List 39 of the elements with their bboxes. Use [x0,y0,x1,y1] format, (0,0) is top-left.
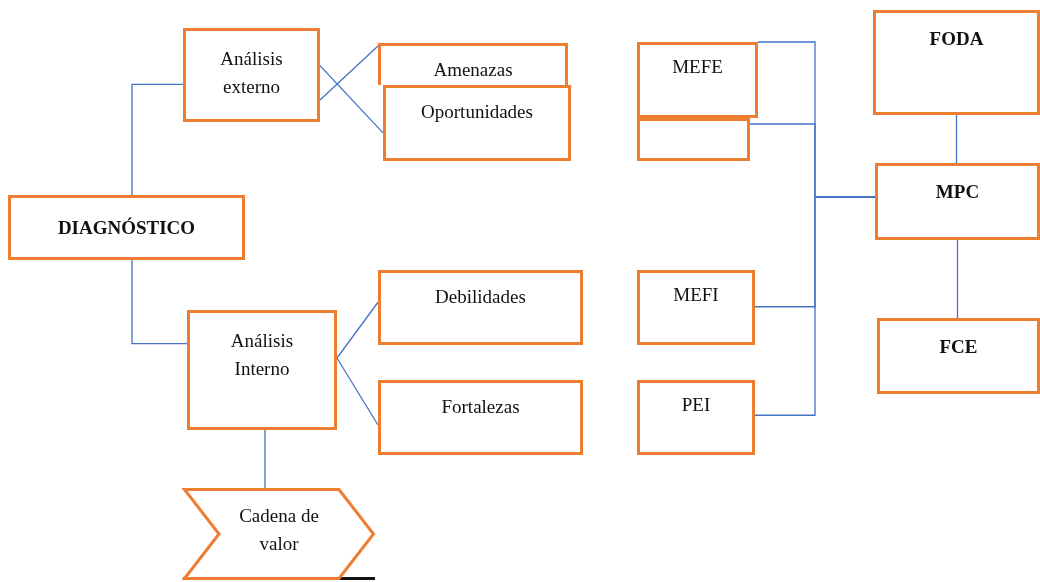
process-box [8,195,245,260]
connector-line [319,64,384,134]
node-label: FCE [939,335,978,359]
process-box [873,10,1040,115]
connector-line [955,114,958,164]
node-label: FODA [929,27,984,51]
chevron-shape [183,488,375,580]
connector-line [131,83,184,196]
connector-line [131,259,188,345]
process-box [877,318,1040,394]
node-label: MPC [935,180,980,204]
process-box [637,380,755,455]
process-box [637,270,755,345]
node-label: Análisis externo [219,47,284,99]
node-label: Análisis Interno [229,329,295,381]
node-label: Amenazas [433,58,513,82]
process-box [183,28,320,122]
node-label: Cadena de valor [238,504,320,556]
node-label: MEFI [673,283,719,307]
process-box [378,380,583,455]
process-box [875,163,1040,240]
node-label: DIAGNÓSTICO [57,215,196,240]
process-box [378,270,583,345]
node-label: Oportunidades [421,100,533,124]
empty-box [637,118,750,161]
node-label: Debilidades [435,285,526,309]
process-box [637,42,758,118]
connector-line [319,45,379,101]
node-label: Fortalezas [441,395,520,419]
process-box [187,310,337,430]
node-label: PEI [681,393,711,417]
connector-line [754,196,876,416]
connector-line [956,239,959,319]
connector-line [336,301,379,359]
connector-line [336,357,379,426]
node-label: MEFE [672,55,723,79]
process-box [383,85,571,161]
process-box [378,43,568,85]
connector-line [264,429,266,489]
